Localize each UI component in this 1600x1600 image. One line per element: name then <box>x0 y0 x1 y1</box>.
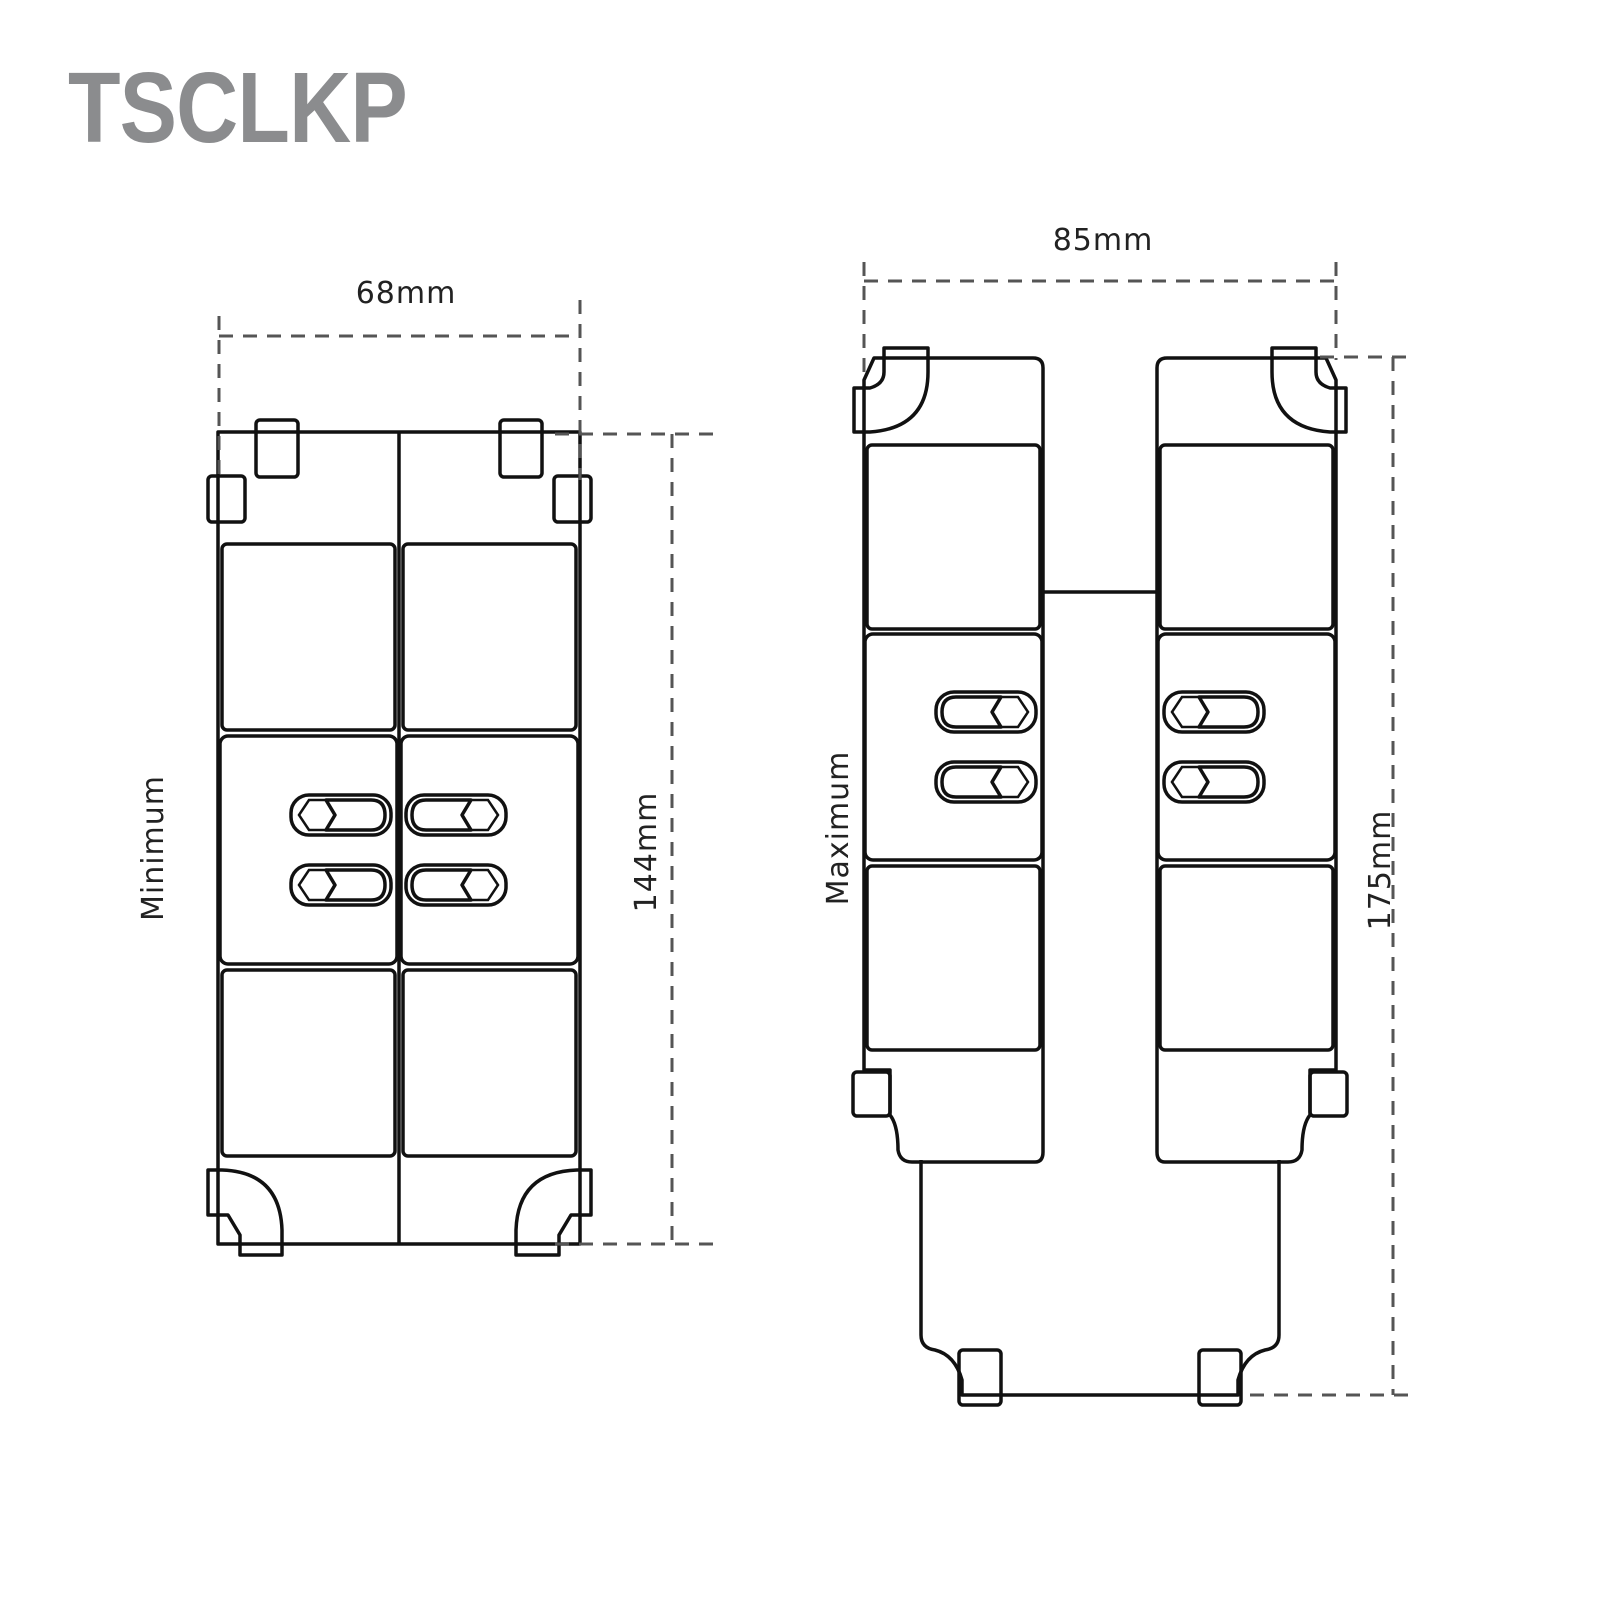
slider-icon <box>934 690 1038 734</box>
max-height-label: 175mm <box>1363 810 1398 931</box>
slider-icon <box>1162 690 1266 734</box>
slider-icon <box>934 760 1038 804</box>
maximum-device <box>851 346 1349 1407</box>
height-dimension-line <box>555 432 715 1246</box>
minimum-device <box>206 418 593 1257</box>
min-width-label: 68mm <box>356 276 457 311</box>
slider-icon <box>404 793 508 837</box>
width-dimension-line <box>217 300 582 480</box>
maximum-label: Maximum <box>821 751 856 906</box>
slider-icon <box>289 793 393 837</box>
min-height-label: 144mm <box>629 792 664 913</box>
max-width-label: 85mm <box>1053 223 1154 258</box>
slider-icon <box>404 863 508 907</box>
height-dimension-line <box>1250 355 1410 1397</box>
width-dimension-line <box>862 262 1338 380</box>
brand-logo: TSCLKP <box>68 52 408 164</box>
slider-icon <box>289 863 393 907</box>
slider-icon <box>1162 760 1266 804</box>
minimum-label: Minimum <box>136 775 171 921</box>
